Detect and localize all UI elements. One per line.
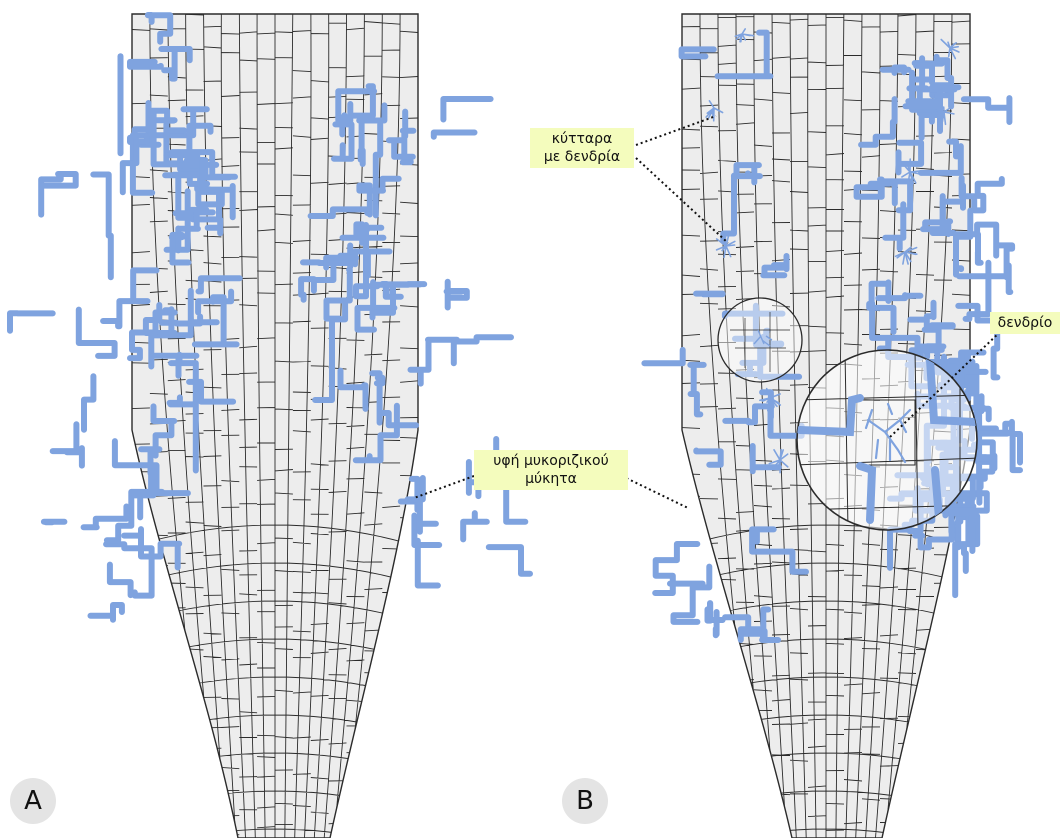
panel-label-a: A bbox=[10, 778, 56, 824]
panel-label-b: B bbox=[562, 778, 608, 824]
small-lens bbox=[718, 298, 802, 382]
label-cells-with-arbuscules: κύτταρα με δενδρία bbox=[530, 128, 634, 168]
label-fungal-hypha: υφή μυκοριζικού μύκητα bbox=[474, 450, 628, 490]
label-arbuscule: δενδρίο bbox=[990, 312, 1060, 334]
